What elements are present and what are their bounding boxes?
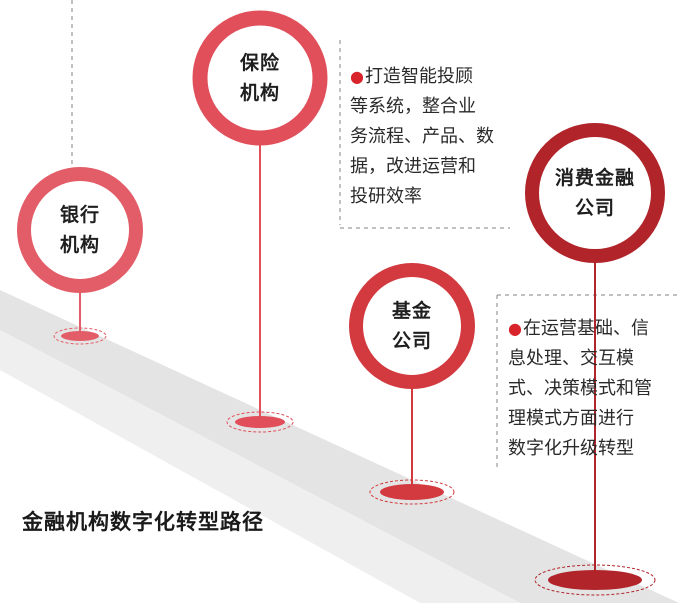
bullet-icon: ● <box>350 67 364 86</box>
circle-fund <box>349 263 475 389</box>
label-insurance-line2: 机构 <box>239 82 280 104</box>
note-insurance-line: 等系统，整合业 <box>350 96 476 117</box>
label-bank-line1: 银行 <box>59 204 100 226</box>
diagram-title: 金融机构数字化转型路径 <box>22 510 264 534</box>
note-consumer-line: 理模式方面进行 <box>508 408 634 429</box>
circle-bank <box>17 167 143 293</box>
label-bank: 银行 机构 <box>40 200 120 260</box>
note-insurance-line: 务流程、产品、数 <box>350 126 494 147</box>
circle-insurance <box>192 10 328 146</box>
circle-consumer <box>525 123 665 263</box>
label-consumer-line1: 消费金融 <box>554 167 635 189</box>
note-insurance-line: 据，改进运营和 <box>350 156 476 177</box>
base-insurance-ring <box>226 411 294 433</box>
label-consumer: 消费金融 公司 <box>540 163 650 223</box>
base-fund-ring <box>369 479 455 505</box>
base-insurance <box>235 416 285 428</box>
note-consumer-line: 息处理、交互模 <box>508 348 634 369</box>
note-consumer-line: 数字化升级转型 <box>508 438 634 459</box>
label-fund-line1: 基金 <box>391 300 432 322</box>
base-fund <box>380 484 444 500</box>
label-fund: 基金 公司 <box>372 296 452 356</box>
label-fund-line2: 公司 <box>391 330 432 352</box>
base-bank <box>61 331 99 341</box>
base-bank-ring <box>53 327 107 345</box>
note-insurance-line: ●打造智能投顾 <box>350 66 473 87</box>
road-band-shade <box>0 330 520 603</box>
note-insurance-line: 投研效率 <box>350 186 422 207</box>
base-consumer-ring <box>534 564 656 596</box>
bullet-icon: ● <box>508 319 522 338</box>
label-bank-line2: 机构 <box>59 234 100 256</box>
label-insurance-line1: 保险 <box>239 52 280 74</box>
note-insurance: ●打造智能投顾 等系统，整合业 务流程、产品、数 据，改进运营和 投研效率 <box>350 62 520 212</box>
base-consumer <box>548 570 642 590</box>
note-consumer: ●在运营基础、信 息处理、交互模 式、决策模式和管 理模式方面进行 数字化升级转… <box>508 314 678 464</box>
label-consumer-line2: 公司 <box>574 197 615 219</box>
road-band <box>0 290 679 603</box>
label-insurance: 保险 机构 <box>220 48 300 108</box>
note-consumer-line: 式、决策模式和管 <box>508 378 652 399</box>
note-consumer-line: ●在运营基础、信 <box>508 318 649 339</box>
